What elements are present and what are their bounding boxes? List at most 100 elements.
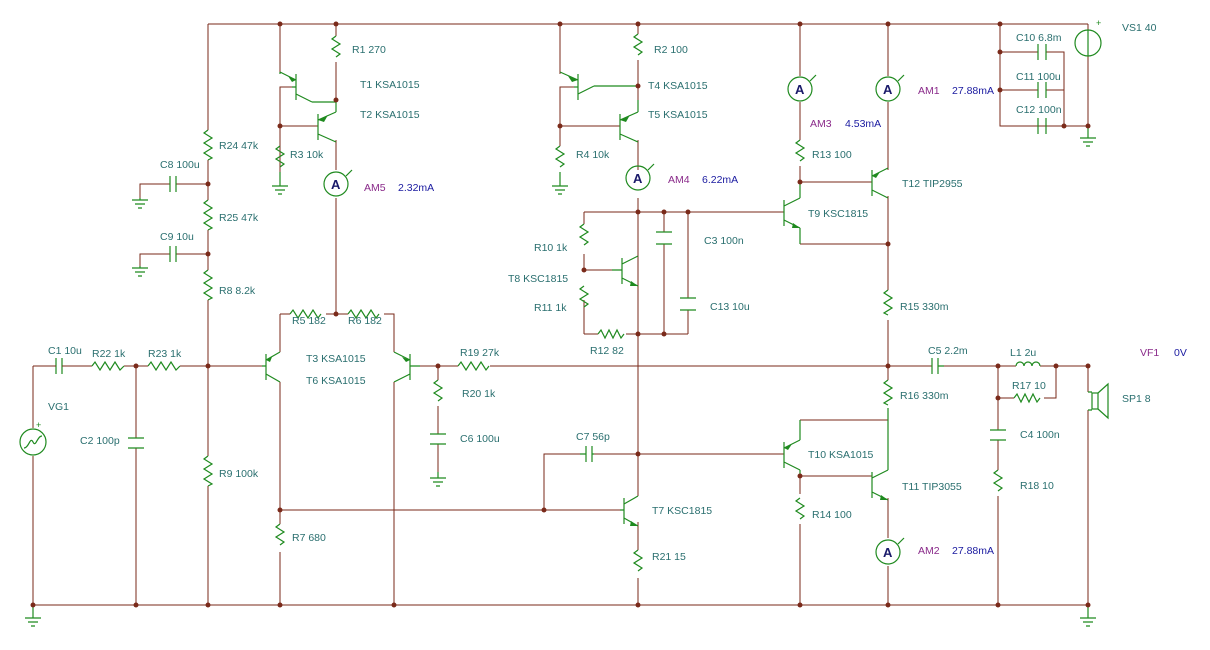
- resistor-r12: [597, 328, 625, 340]
- transistor-t5: [619, 100, 639, 143]
- label-t4: T4 KSA1015: [648, 80, 708, 92]
- label-r13: R13 100: [812, 149, 852, 161]
- label-c11: C11 100u: [1016, 71, 1061, 83]
- resistor-r10: [578, 223, 590, 246]
- label-r24: R24 47k: [219, 140, 259, 152]
- capacitor-c11: [1037, 82, 1047, 98]
- svg-text:A: A: [633, 171, 643, 186]
- label-r5: R5 182: [292, 315, 326, 327]
- label-r22: R22 1k: [92, 348, 126, 360]
- ammeter-am4-name: AM4: [668, 174, 690, 186]
- label-vg1: VG1: [48, 401, 69, 413]
- label-c10: C10 6.8m: [1016, 32, 1062, 44]
- resistor-r24: [202, 129, 214, 161]
- svg-text:A: A: [331, 177, 341, 192]
- label-t12: T12 TIP2955: [902, 178, 963, 190]
- ammeter-am5-name: AM5: [364, 182, 386, 194]
- label-c6: C6 100u: [460, 433, 500, 445]
- resistor-r19: [457, 360, 490, 372]
- transistor-t2: [317, 100, 337, 143]
- resistor-r23: [147, 360, 181, 372]
- resistor-r2: [632, 33, 644, 56]
- ground-symbol: [272, 172, 288, 195]
- transistor-t3: [262, 351, 281, 383]
- ammeter-am1-value: 27.88mA: [952, 85, 994, 97]
- ammeter-am2-value: 27.88mA: [952, 545, 994, 557]
- ammeter-am2-name: AM2: [918, 545, 940, 557]
- resistor-r11: [578, 285, 590, 308]
- voltmeter-vf1-name: VF1: [1140, 347, 1159, 359]
- label-c4: C4 100n: [1020, 429, 1060, 441]
- svg-text:+: +: [36, 420, 41, 430]
- capacitor-c10: [1037, 44, 1047, 60]
- label-r12: R12 82: [590, 345, 624, 357]
- resistor-r5: [289, 308, 322, 320]
- resistor-r15: [882, 289, 894, 316]
- label-r15: R15 330m: [900, 301, 949, 313]
- label-r17: R17 10: [1012, 380, 1046, 392]
- label-r8: R8 8.2k: [219, 285, 256, 297]
- capacitor-c9: [169, 246, 177, 262]
- transistor-t11: [871, 408, 889, 501]
- capacitor-c1: [55, 358, 63, 374]
- label-t8: T8 KSC1815: [508, 273, 568, 285]
- label-c12: C12 100n: [1016, 104, 1062, 116]
- label-c2: C2 100p: [80, 435, 120, 447]
- svg-text:+: +: [1096, 18, 1101, 28]
- label-c13: C13 10u: [710, 301, 750, 313]
- label-vs1: VS1 40: [1122, 22, 1157, 34]
- resistor-r17: [1013, 392, 1041, 404]
- label-t11: T11 TIP3055: [902, 481, 962, 493]
- resistor-r22: [91, 360, 125, 372]
- ammeter-am3: A: [787, 74, 817, 102]
- dc-source-vs1: [1074, 29, 1102, 57]
- label-r19: R19 27k: [460, 347, 500, 359]
- capacitor-c7: [580, 446, 594, 462]
- resistor-r7: [274, 523, 286, 546]
- label-r21: R21 15: [652, 551, 686, 563]
- label-r6: R6 182: [348, 315, 382, 327]
- label-r1: R1 270: [352, 44, 386, 56]
- transistor-t12: [871, 167, 889, 199]
- ammeter-am2: A: [875, 537, 905, 565]
- label-c9: C9 10u: [160, 231, 194, 243]
- resistor-r13: [794, 139, 806, 162]
- label-r16: R16 330m: [900, 390, 949, 402]
- transistor-t8: [612, 255, 639, 287]
- transistor-t6: [393, 351, 420, 383]
- ammeter-am3-value: 4.53mA: [845, 118, 881, 130]
- resistor-r8: [202, 269, 214, 301]
- inductor-l1: [1015, 361, 1041, 367]
- resistor-r21: [632, 549, 644, 572]
- capacitor-c5: [931, 358, 944, 374]
- label-t10: T10 KSA1015: [808, 449, 874, 461]
- resistor-r4: [554, 145, 566, 168]
- ammeter-am4-value: 6.22mA: [702, 174, 738, 186]
- label-t1: T1 KSA1015: [360, 79, 420, 91]
- label-r2: R2 100: [654, 44, 688, 56]
- label-r9: R9 100k: [219, 468, 259, 480]
- resistor-r16: [882, 379, 894, 406]
- label-r25: R25 47k: [219, 212, 259, 224]
- speaker-sp1: [1088, 382, 1109, 420]
- label-t6: T6 KSA1015: [306, 375, 366, 387]
- capacitor-c3: [656, 231, 672, 245]
- ammeter-am5-value: 2.32mA: [398, 182, 434, 194]
- ground-symbol: [132, 266, 148, 277]
- label-r14: R14 100: [812, 509, 852, 521]
- ammeter-am3-name: AM3: [810, 118, 832, 130]
- ammeter-am1: A: [875, 74, 905, 102]
- transistor-t7: [620, 495, 639, 527]
- label-t7: T7 KSC1815: [652, 505, 712, 517]
- label-c5: C5 2.2m: [928, 345, 968, 357]
- ground-symbol: [552, 172, 568, 195]
- resistor-r3: [274, 145, 286, 168]
- resistor-r18: [992, 469, 1004, 492]
- label-c1: C1 10u: [48, 345, 82, 357]
- ground-symbol: [1080, 605, 1096, 627]
- ground-symbol: [1080, 126, 1096, 147]
- label-sp1: SP1 8: [1122, 393, 1151, 405]
- resistor-r25: [202, 199, 214, 231]
- svg-text:A: A: [883, 82, 893, 97]
